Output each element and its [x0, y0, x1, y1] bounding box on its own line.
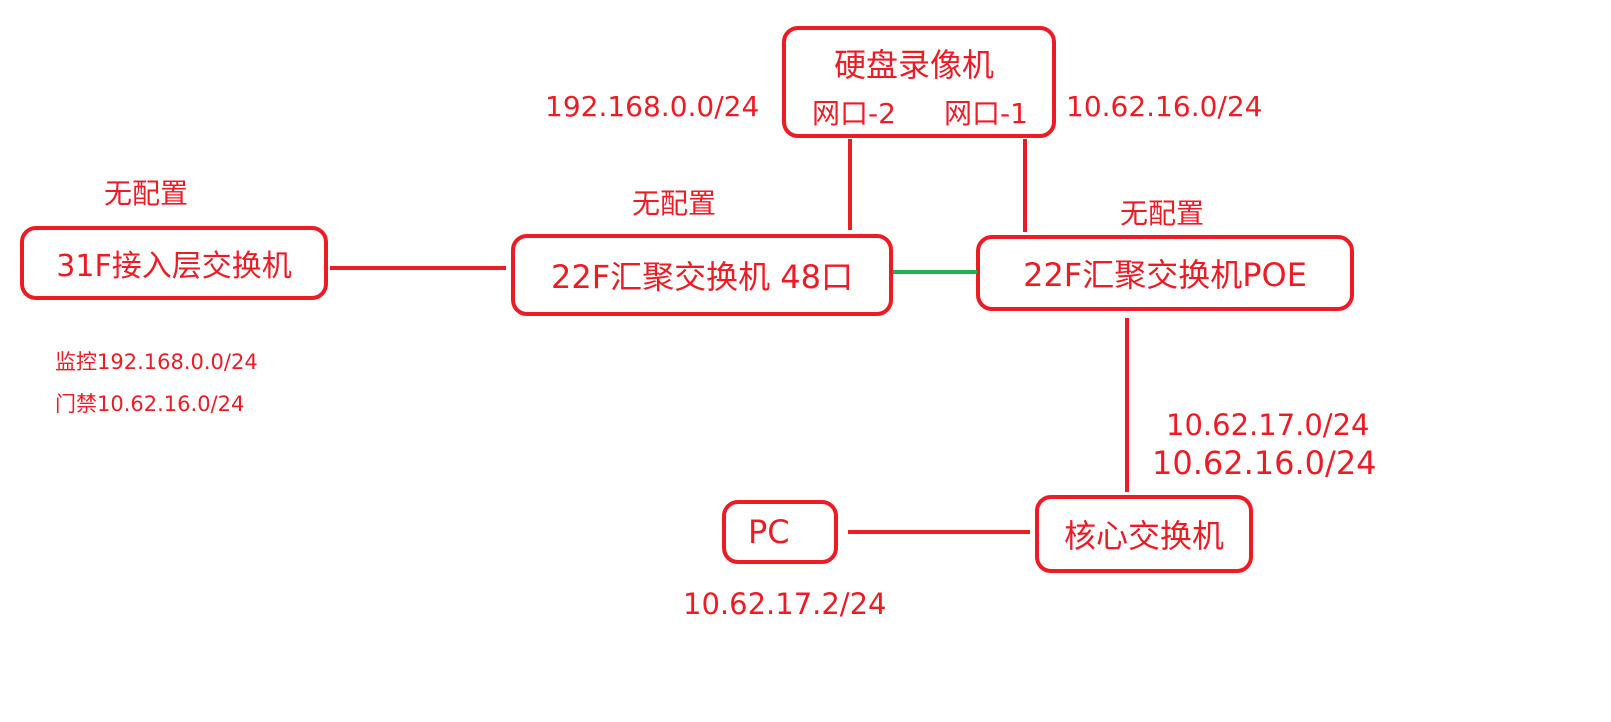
pc-label: PC — [748, 513, 790, 551]
aggregation-48-node: 22F汇聚交换机 48口 — [511, 234, 893, 316]
nvr-port1-network: 10.62.16.0/24 — [1066, 90, 1263, 123]
nvr-port2-network: 192.168.0.0/24 — [545, 90, 760, 123]
vlan-monitor-label: 监控192.168.0.0/24 — [55, 350, 258, 374]
nvr-port1-label: 网口-1 — [944, 97, 1028, 130]
vlan-access-label: 门禁10.62.16.0/24 — [55, 392, 245, 416]
link-aggpoe-to-core — [1125, 318, 1129, 492]
core-network-1: 10.62.17.0/24 — [1166, 408, 1370, 442]
aggregation-poe-node: 22F汇聚交换机POE — [976, 235, 1354, 311]
nvr-label: 硬盘录像机 — [834, 46, 995, 84]
switch-31f-node: 31F接入层交换机 — [20, 226, 328, 300]
core-network-2: 10.62.16.0/24 — [1152, 444, 1377, 482]
aggregation-poe-config: 无配置 — [1120, 197, 1205, 230]
link-pc-to-core — [848, 530, 1030, 534]
link-agg48-to-aggpoe — [893, 270, 977, 274]
nvr-node: 硬盘录像机 网口-2 网口-1 — [782, 26, 1056, 138]
link-nvr-port1-to-aggpoe — [1023, 139, 1027, 232]
link-nvr-port2-to-agg48 — [848, 139, 852, 230]
aggregation-48-config: 无配置 — [632, 187, 717, 220]
switch-31f-config: 无配置 — [104, 177, 189, 210]
nvr-port2-label: 网口-2 — [812, 97, 896, 130]
pc-ip: 10.62.17.2/24 — [683, 587, 887, 621]
link-31f-to-agg48 — [330, 266, 506, 270]
pc-node: PC — [722, 500, 838, 564]
core-switch-node: 核心交换机 — [1035, 495, 1253, 573]
